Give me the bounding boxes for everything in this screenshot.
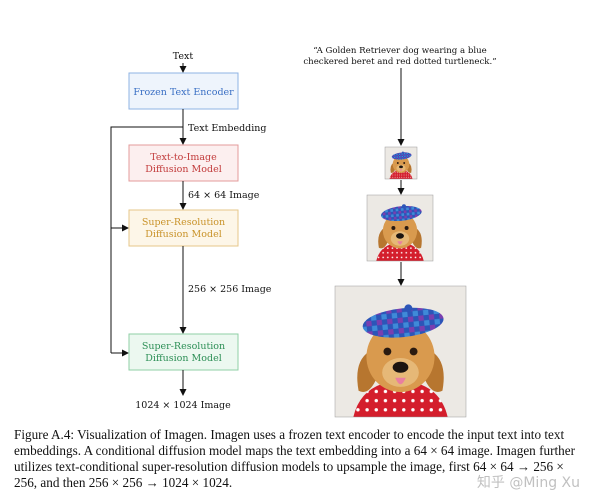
super-resolution-1-box: Super-Resolution Diffusion Model <box>128 209 239 247</box>
prompt-line-2: checkered beret and red dotted turtlenec… <box>303 57 496 67</box>
t2i-label-line2: Diffusion Model <box>145 164 221 175</box>
sample-image-1024 <box>334 285 467 418</box>
sr2-label-line2: Diffusion Model <box>145 353 221 364</box>
output-image-label: 1024 × 1024 Image <box>135 400 231 411</box>
embedding-bus-line <box>110 126 183 353</box>
figure-caption: Figure A.4: Visualization of Imagen. Ima… <box>14 427 575 490</box>
t2i-label-line1: Text-to-Image <box>150 152 217 163</box>
sr1-label-line1: Super-Resolution <box>142 217 225 228</box>
encoder-label: Frozen Text Encoder <box>133 87 234 98</box>
frozen-text-encoder-box: Frozen Text Encoder <box>128 72 239 110</box>
prompt-line-1: “A Golden Retriever dog wearing a blue <box>313 45 486 56</box>
watermark: 知乎 @Ming Xu <box>476 475 580 491</box>
sr1-label-line2: Diffusion Model <box>145 229 221 240</box>
input-text-label: Text <box>173 51 194 62</box>
super-resolution-2-box: Super-Resolution Diffusion Model <box>128 333 239 371</box>
text-to-image-diffusion-box: Text-to-Image Diffusion Model <box>128 144 239 182</box>
sr2-label-line1: Super-Resolution <box>142 341 225 352</box>
sample-image-64 <box>384 146 418 180</box>
img64-label: 64 × 64 Image <box>188 190 260 201</box>
sample-image-256 <box>366 194 434 262</box>
text-embedding-label: Text Embedding <box>188 123 266 134</box>
img256-label: 256 × 256 Image <box>188 284 272 295</box>
